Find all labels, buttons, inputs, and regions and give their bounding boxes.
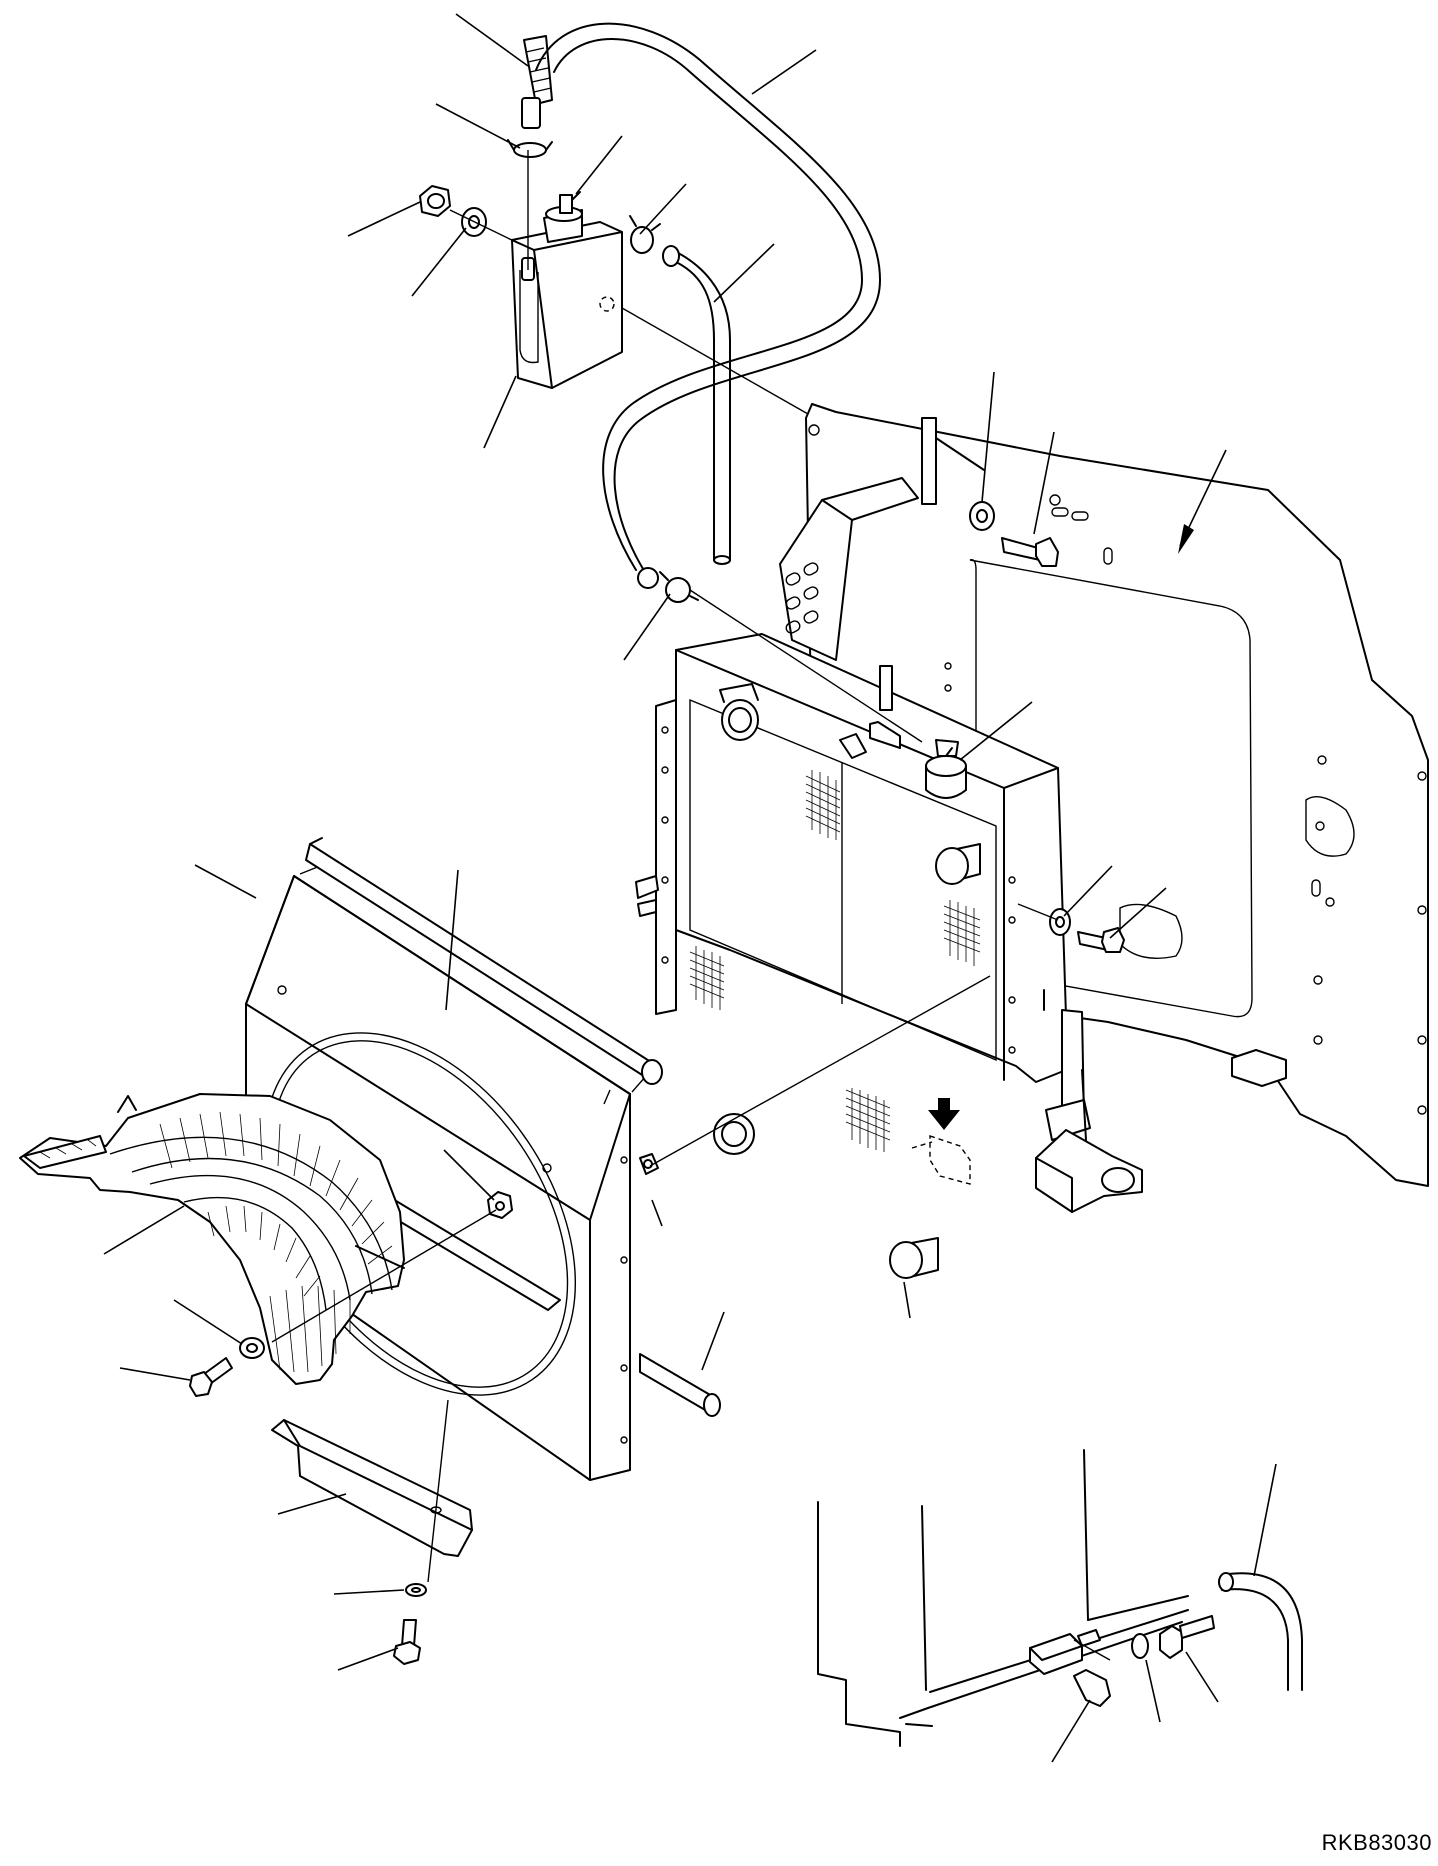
detail-view-drain [817,1449,1189,1747]
upper-inlet-pipe [719,683,759,741]
drain-cock-location [911,1135,971,1185]
assembly-center-lines [271,150,1111,1661]
lower-mount-bracket [1035,1069,1143,1213]
detail-washer [1131,1633,1149,1659]
overflow-hose [521,22,881,581]
fan-guard [19,1093,405,1385]
radiator-fin-mesh [689,770,981,1152]
side-plate [805,403,1429,1187]
drawing-code: RKB83030 [1321,1830,1432,1855]
plate-washer-upper [969,501,995,531]
detail-drain-plug [1073,1669,1111,1707]
lower-outlet-pipe [889,1237,939,1279]
guard-washer [239,1337,265,1359]
core-side-bracket [635,875,659,917]
detail-drain-cock [1159,1615,1215,1659]
side-plate-arrow-icon [1178,524,1194,554]
drain-valve-block [1029,1633,1083,1675]
reserve-tank [511,191,623,389]
lower-inlet-pipe [713,1113,755,1155]
shroud-lower-seal [639,1353,721,1417]
core-bolt [1077,927,1125,953]
shroud-top-seal [305,837,663,1085]
lower-cover-bracket [271,1419,473,1557]
upper-bracket [779,477,919,661]
hose-clamp-top [507,139,553,158]
shroud-clip [639,1153,659,1175]
upper-outlet-pipe [935,843,981,885]
radiator-core [655,633,1091,1141]
shroud-inner-bolt [487,1191,513,1219]
guard-bolt [189,1357,233,1397]
hose-clamp-lower [637,567,699,603]
mid-bracket-tab [839,665,901,759]
vent-pipe [662,245,731,565]
hose-end [521,97,541,129]
callout-leader-lines [103,13,1277,1763]
detail-drain-hose [1218,1572,1303,1691]
lower-cover-bolt [393,1619,421,1665]
filler-cap [925,739,967,799]
plate-bolt-upper [1001,537,1059,567]
hose-clamp-tank [629,215,661,254]
lower-cover-washer [405,1583,427,1597]
drain-arrow-icon [928,1098,960,1130]
tank-nut [419,185,451,217]
